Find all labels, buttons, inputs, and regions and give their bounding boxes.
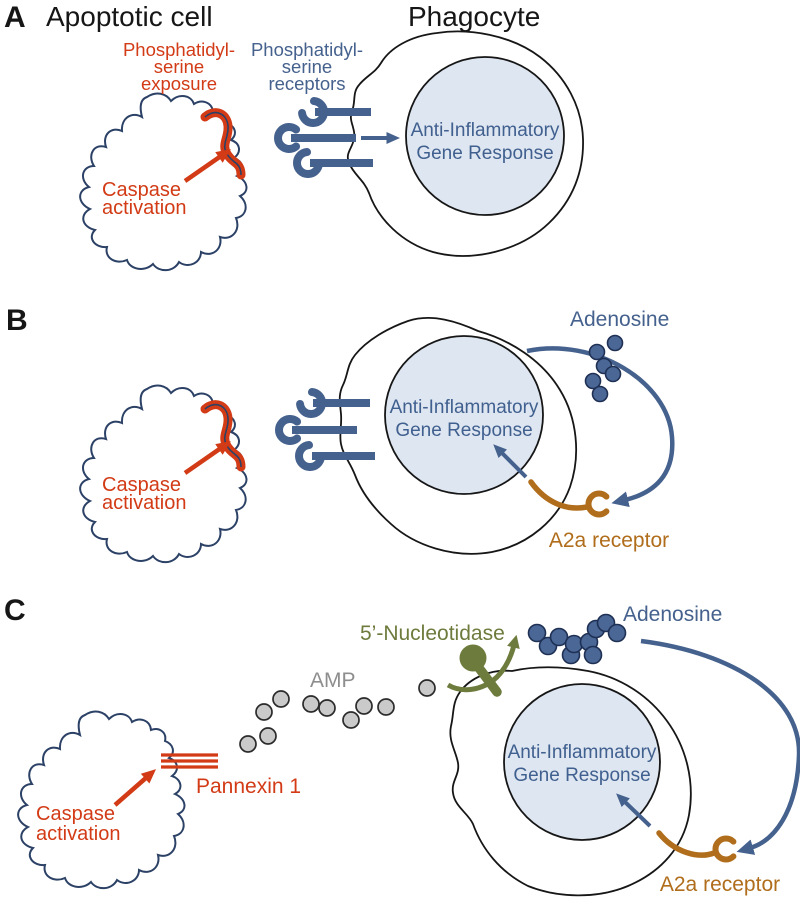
adenosine-molecules [527,613,627,665]
a2a-signal-curve [528,479,590,511]
nucleus-text-line1: Anti-Inflammatory [411,120,560,141]
ps-receptor-icon [298,390,370,418]
nucleus-text-line2: Gene Response [416,143,553,164]
nucleotidase-enzyme-icon [459,644,487,672]
amp-molecule [272,690,290,708]
amp-molecule [377,698,395,716]
ps-receptors-group [279,390,375,471]
nucleotidase-enzyme-stem [474,663,502,697]
apoptotic-cell-membrane [17,710,186,890]
phagocyte-title: Phagocyte [408,1,540,32]
panel-a: A Apoptotic cell Phagocyte Anti-Inflamma… [4,1,584,272]
ps-exposure-label-line1: Phosphatidyl- [123,39,235,60]
adenosine-release-curve [526,346,675,508]
panel-b-letter: B [6,304,28,337]
adenosine-molecule [607,623,627,643]
nucleotidase-label: 5’-Nucleotidase [360,622,505,645]
ps-exposure-label-line3: exposure [141,73,217,94]
adenosine-molecules [584,334,624,403]
a2a-receptor-icon [585,490,610,518]
amp-label: AMP [310,669,356,692]
ps-receptor-icon [292,150,373,178]
amp-molecule [418,679,436,697]
nucleus-text-line2: Gene Response [513,765,650,786]
panel-b: B Anti-Inflammatory Gene Response [6,304,675,564]
ps-receptor-icon [279,419,357,441]
ps-receptors-label-line3: receptors [268,73,345,94]
adenosine-molecule [527,623,547,643]
nucleus-signal-arrow [616,793,652,828]
adenosine-label: Adenosine [623,603,722,626]
a2a-receptor-label: A2a receptor [549,529,669,552]
caspase-arrow [183,441,231,475]
nucleus-text-line1: Anti-Inflammatory [390,397,539,418]
nucleus-text-line1: Anti-Inflammatory [508,742,657,763]
a2a-receptor-label: A2a receptor [660,873,780,896]
panel-c-letter: C [4,594,26,627]
amp-molecule [302,695,320,713]
adenosine-label: Adenosine [570,308,669,331]
adenosine-molecule [584,372,602,390]
a2a-signal-curve [656,830,717,858]
pannexin-label: Pannexin 1 [196,775,301,798]
amp-molecule [259,727,277,745]
adenosine-molecule [583,645,603,665]
nucleus-text-line2: Gene Response [395,420,532,441]
amp-molecule [239,735,257,753]
adenosine-to-receptor-curve [640,638,800,855]
amp-molecule [318,699,336,717]
ps-receptors-label-line2: serine [282,56,332,77]
caspase-label-line1: Caspase [102,179,181,201]
amp-molecule [342,711,360,729]
adenosine-molecule [591,385,609,403]
caspase-arrow [113,769,157,807]
a2a-receptor-icon [712,835,737,863]
nucleus-signal-arrow [493,444,528,479]
amp-molecule [355,697,373,715]
panel-a-letter: A [4,1,26,34]
panel-c: C Anti-Inflammatory Gene Response [4,594,800,897]
ps-exposure-label-line2: serine [154,56,204,77]
amp-molecules [239,679,436,753]
amp-molecule [255,703,273,721]
caspase-arrow [183,149,231,183]
ps-receptor-icon [294,443,375,471]
caspase-label-line1: Caspase [36,803,115,825]
adenosine-molecule [606,334,624,352]
caspase-label-line2: activation [36,823,121,845]
adenosine-molecule [604,365,622,383]
caspase-label-line2: activation [102,492,187,514]
adenosine-molecule [588,343,606,361]
phagocyte-nucleus [405,56,565,216]
nucleotidase-conversion-arrow [446,634,520,693]
caspase-label-line1: Caspase [102,474,181,496]
ps-receptors-group [278,99,373,178]
pannexin-channel-icon [161,753,218,769]
adenosine-molecule [549,627,569,647]
caspase-label-line2: activation [102,197,187,219]
ps-receptor-icon [300,99,371,127]
ps-receptors-label-line1: Phosphatidyl- [251,39,363,60]
apoptotic-cell-title: Apoptotic cell [46,1,213,32]
ps-receptor-icon [278,127,356,149]
